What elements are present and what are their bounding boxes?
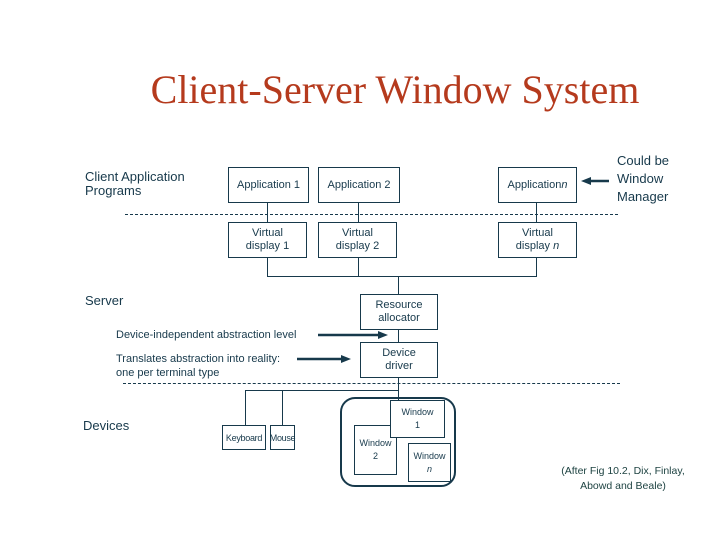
box-application-n-italic: n bbox=[561, 178, 568, 191]
resource-allocator-label: Resource allocator bbox=[375, 299, 423, 324]
mouse-label: Mouse bbox=[269, 432, 296, 443]
window-2-line1: Window bbox=[359, 438, 392, 448]
box-resource-allocator: Resource allocator bbox=[360, 294, 438, 330]
virtual-display-1-line1: Virtual bbox=[252, 227, 283, 239]
box-window-2: Window 2 bbox=[354, 425, 397, 475]
box-keyboard: Keyboard bbox=[222, 425, 266, 450]
box-window-n: Window n bbox=[408, 443, 451, 482]
label-translates-abstraction: Translates abstraction into reality: bbox=[116, 353, 281, 365]
box-application-n: Application n bbox=[498, 167, 577, 203]
box-mouse: Mouse bbox=[269, 425, 296, 450]
connector-line bbox=[398, 330, 399, 342]
connector-line bbox=[398, 378, 399, 400]
box-application-2-label: Application 2 bbox=[327, 178, 391, 191]
connector-line bbox=[267, 203, 268, 222]
box-application-1: Application 1 bbox=[228, 167, 309, 203]
box-window-1: Window 1 bbox=[390, 400, 445, 438]
window-2-num: 2 bbox=[372, 451, 378, 461]
connector-line bbox=[267, 258, 268, 276]
box-device-driver: Device driver bbox=[360, 342, 438, 378]
connector-line bbox=[282, 391, 283, 425]
label-could-be-window-manager: Could be Window Manager bbox=[617, 153, 670, 204]
connector-line bbox=[358, 203, 359, 222]
connector-line bbox=[358, 258, 359, 276]
device-driver-label: Device driver bbox=[382, 347, 416, 372]
branch-line bbox=[245, 390, 399, 391]
window-n-italic: n bbox=[426, 463, 432, 474]
bus-line bbox=[267, 276, 537, 277]
label-device-independent-abstraction-level: Device-independent abstraction level bbox=[116, 329, 297, 341]
connector-line bbox=[245, 391, 246, 425]
translates-arrow-icon bbox=[297, 355, 351, 363]
label-client-application-programs: Client Application Programs bbox=[85, 169, 185, 198]
keyboard-label: Keyboard bbox=[225, 432, 263, 443]
label-devices: Devices bbox=[83, 418, 130, 433]
dashed-separator-bottom bbox=[123, 383, 620, 384]
virtual-display-2-line2: display 2 bbox=[335, 240, 380, 252]
virtual-display-n-line1: Virtual bbox=[522, 227, 553, 239]
virtual-display-2-line1: Virtual bbox=[342, 227, 373, 239]
connector-line bbox=[536, 203, 537, 222]
virtual-display-n-italic: n bbox=[553, 240, 560, 252]
abstraction-arrow-icon bbox=[318, 331, 388, 339]
label-citation: (After Fig 10.2, Dix, Finlay, Abowd and … bbox=[561, 465, 685, 492]
box-application-n-label: Application bbox=[507, 178, 562, 191]
virtual-display-1-line2: display 1 bbox=[245, 240, 290, 252]
connector-line bbox=[536, 258, 537, 276]
slide-title: Client-Server Window System bbox=[150, 67, 640, 112]
window-manager-arrow-icon bbox=[581, 177, 609, 185]
dashed-separator-top bbox=[125, 214, 618, 215]
screen-outline bbox=[340, 397, 456, 487]
box-application-2: Application 2 bbox=[318, 167, 400, 203]
window-1-num: 1 bbox=[414, 420, 420, 430]
window-n-line1: Window bbox=[413, 450, 446, 461]
virtual-display-n-line2: display bbox=[515, 240, 554, 252]
connector-line bbox=[398, 277, 399, 294]
window-1-line1: Window bbox=[401, 407, 434, 417]
label-server: Server bbox=[85, 293, 124, 308]
box-application-1-label: Application 1 bbox=[237, 178, 300, 191]
label-one-per-terminal-type: one per terminal type bbox=[116, 367, 220, 379]
